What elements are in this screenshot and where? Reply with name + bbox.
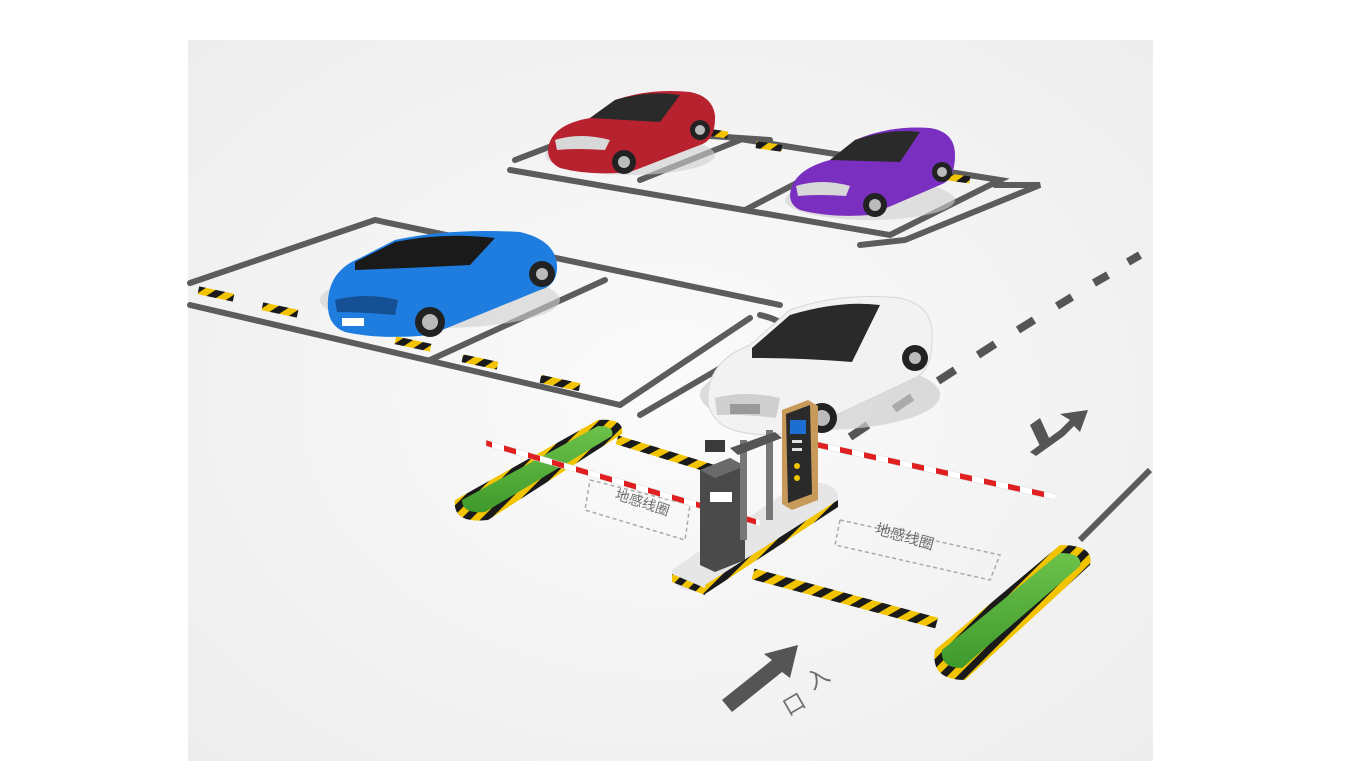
grass-island-right (934, 545, 1091, 680)
display-kiosk (782, 400, 818, 510)
purple-car (785, 127, 955, 220)
grass-island-left (454, 419, 623, 521)
left-parking-lines (187, 216, 789, 418)
turn-arrow-road-marking (1030, 410, 1088, 456)
blue-car (320, 231, 560, 337)
left-wheel-stoppers (197, 286, 581, 392)
barrier-gate-machine (700, 458, 745, 572)
red-car (545, 91, 716, 175)
hazard-curb-lower (751, 568, 939, 629)
white-car (700, 296, 940, 436)
barrier-arm-left (485, 439, 761, 527)
road-edge-line (1077, 467, 1153, 543)
hazard-curb-upper (615, 435, 714, 474)
camera-pillars (705, 430, 782, 540)
entrance-arrow (722, 645, 798, 712)
